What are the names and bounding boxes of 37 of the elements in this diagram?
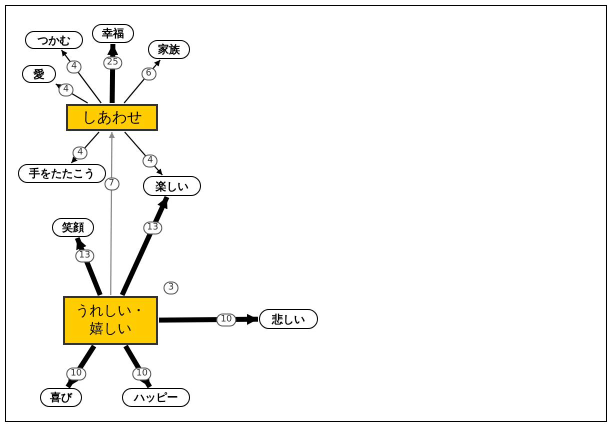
arrow [74, 237, 103, 296]
arrow [55, 83, 88, 104]
count-label: 3 [164, 282, 178, 294]
arrow [120, 196, 170, 296]
arrow [66, 344, 96, 388]
word-pill: 家族 [148, 40, 190, 59]
arrow [107, 44, 118, 104]
word-pill: 愛 [22, 65, 56, 83]
edge-label: 10 [216, 313, 236, 326]
edge-label: 13 [142, 222, 162, 235]
edge-label: 7 [104, 178, 119, 191]
arrow [108, 132, 115, 295]
arrow [158, 314, 258, 325]
word-pill: 楽しい [143, 176, 201, 196]
word-pill: 笑顔 [52, 218, 94, 237]
edge-label: 4 [142, 154, 158, 168]
edge-label: 4 [58, 84, 74, 97]
arrow [124, 60, 161, 104]
word-pill: 喜び [40, 388, 82, 407]
edge-label: 6 [141, 67, 156, 80]
word-pill: 幸福 [92, 24, 134, 43]
edge-label: 13 [74, 250, 94, 263]
edge-label: 10 [132, 367, 152, 380]
edge-label: 10 [66, 367, 86, 380]
word-pill: ハッピー [122, 388, 190, 407]
edge-label: 4 [66, 60, 82, 74]
arrow [61, 50, 102, 104]
topic-box: うれしい・嬉しい [63, 296, 158, 345]
word-pill: 悲しい [259, 309, 318, 329]
arrow [123, 344, 152, 388]
topic-box: しあわせ [66, 104, 158, 131]
edge-label: 25 [102, 56, 122, 70]
edge-label: 4 [72, 146, 88, 160]
word-pill: つかむ [25, 31, 83, 49]
arrow [124, 132, 163, 176]
word-pill: 手をたたこう [18, 164, 106, 183]
arrow [70, 132, 100, 164]
